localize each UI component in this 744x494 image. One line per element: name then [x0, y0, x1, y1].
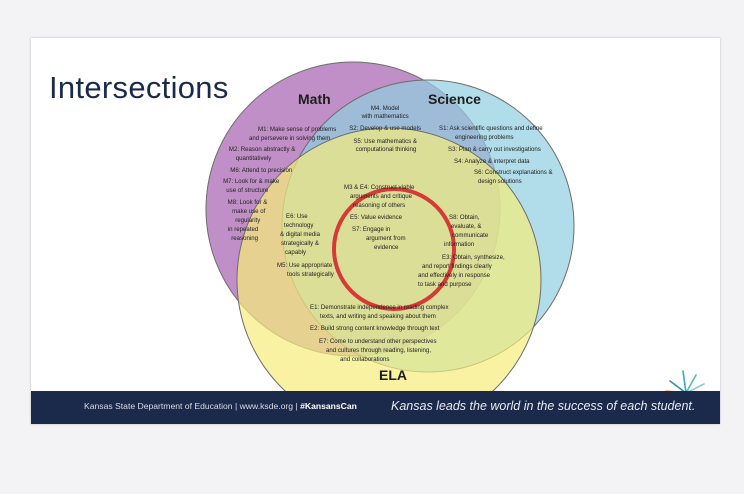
- footer-hashtag: #KansansCan: [300, 401, 357, 411]
- text-line: strategically &: [281, 240, 319, 247]
- text-line: and collaborations: [340, 356, 389, 363]
- text-line: engineering problems: [455, 134, 514, 141]
- text-line: M5: Use appropriate: [277, 262, 333, 269]
- starburst-icon: [665, 370, 705, 391]
- text-line: E2: Build strong content knowledge throu…: [310, 325, 440, 332]
- text-line: and cultures through reading, listening,: [326, 347, 431, 354]
- text-line: use of structure: [226, 187, 269, 194]
- text-line: M7: Look for & make: [223, 178, 280, 185]
- text-line: and persevere in solving them: [249, 135, 330, 142]
- text-line: and report findings clearly: [422, 263, 493, 270]
- math-science-text: M4. Model with mathematics S2: Develop &…: [349, 105, 423, 153]
- text-line: S8: Obtain,: [449, 214, 480, 221]
- text-line: M8: Look for &: [228, 199, 268, 206]
- center-text: M3 & E4: Construct viable arguments and …: [344, 184, 416, 251]
- highlight-ring: [332, 187, 456, 311]
- science-only-text: S1: Ask scientific questions and define …: [439, 125, 554, 185]
- text-line: evaluate, &: [451, 223, 482, 230]
- slide-title: Intersections: [49, 70, 229, 105]
- text-line: in repeated: [228, 226, 259, 233]
- math-label: Math: [298, 91, 331, 107]
- text-line: S1: Ask scientific questions and define: [439, 125, 543, 132]
- text-line: E6: Use: [286, 213, 308, 220]
- text-line: S3: Plan & carry out investigations: [448, 146, 541, 153]
- text-line: reasoning: [231, 235, 258, 242]
- text-line: and effectively in response: [418, 272, 491, 279]
- footer-org-text: Kansas State Department of Education | w…: [84, 401, 301, 411]
- text-line: M1: Make sense of problems: [258, 126, 336, 133]
- footer-tagline: Kansas leads the world in the success of…: [391, 399, 696, 413]
- text-line: arguments and critique: [350, 193, 413, 200]
- text-line: E5: Value evidence: [350, 214, 403, 221]
- text-line: design solutions: [478, 178, 522, 185]
- ela-circle: [236, 127, 542, 391]
- footer-org: Kansas State Department of Education | w…: [84, 401, 357, 411]
- text-line: to task and purpose: [418, 281, 472, 288]
- text-line: E3: Obtain, synthesize,: [442, 254, 505, 261]
- text-line: argument from: [366, 235, 406, 242]
- text-line: make use of: [232, 208, 266, 215]
- text-line: technology: [284, 222, 314, 229]
- science-ela-text: S8: Obtain, evaluate, & communicate info…: [418, 214, 506, 288]
- text-line: M3 & E4: Construct viable: [344, 184, 415, 191]
- science-label: Science: [428, 91, 481, 107]
- text-line: & digital media: [280, 231, 321, 238]
- text-line: evidence: [374, 244, 399, 251]
- text-line: M6: Attend to precision: [230, 167, 292, 174]
- ela-only-text: E1: Demonstrate independence in reading …: [310, 304, 450, 363]
- ela-label: ELA: [379, 367, 407, 383]
- text-line: tools strategically: [287, 271, 335, 278]
- text-line: capably: [285, 249, 307, 256]
- math-ela-text: E6: Use technology & digital media strat…: [277, 213, 335, 278]
- text-line: E1: Demonstrate independence in reading …: [310, 304, 449, 311]
- venn-diagram: Math Science ELA M1: Make sense of probl…: [205, 61, 705, 391]
- text-line: information: [444, 241, 474, 248]
- text-line: M2: Reason abstractly &: [229, 146, 295, 153]
- text-line: S2: Develop & use models: [349, 125, 421, 132]
- text-line: reasoning of others: [353, 202, 405, 209]
- text-line: E7: Come to understand other perspective…: [319, 338, 437, 345]
- math-only-text: M1: Make sense of problems and persevere…: [223, 126, 338, 242]
- slide: Intersections Math Science ELA M1: Make …: [31, 38, 720, 424]
- text-line: S5: Use mathematics &: [353, 138, 417, 145]
- text-line: S6: Construct explanations &: [474, 169, 553, 176]
- text-line: S4: Analyze & interpret data: [454, 158, 530, 165]
- text-line: computational thinking: [356, 146, 417, 153]
- text-line: regularity: [235, 217, 261, 224]
- text-line: S7: Engage in: [352, 226, 390, 233]
- text-line: M4. Model: [371, 105, 399, 112]
- text-line: communicate: [452, 232, 489, 239]
- footer-bar: Kansas State Department of Education | w…: [31, 391, 720, 424]
- text-line: texts, and writing and speaking about th…: [320, 313, 436, 320]
- text-line: with mathematics: [361, 113, 409, 120]
- text-line: quantitatively: [236, 155, 273, 162]
